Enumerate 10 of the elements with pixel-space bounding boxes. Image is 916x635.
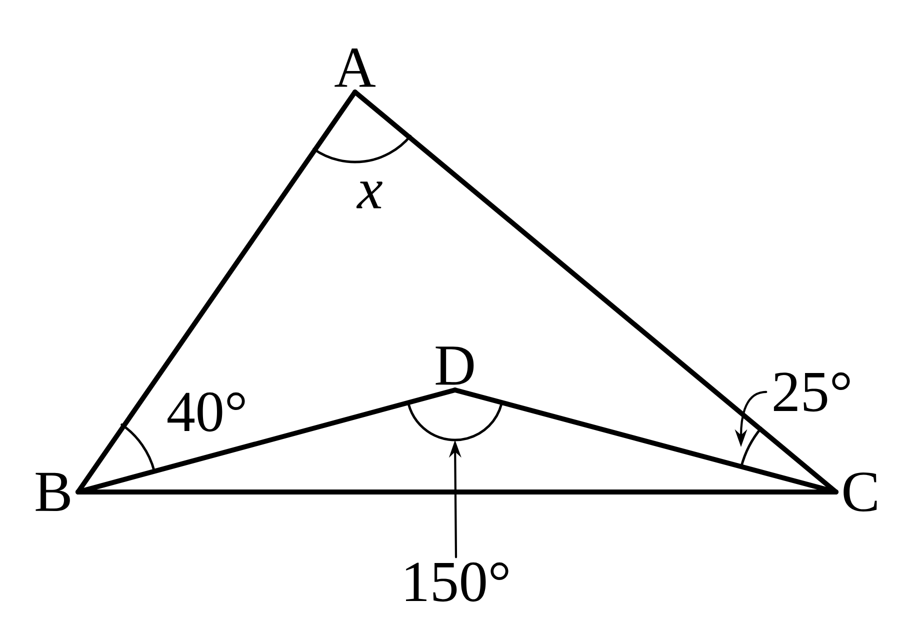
vertex-label: B <box>36 472 70 512</box>
vertex-label: D <box>436 346 474 385</box>
angle-label: x <box>356 182 382 208</box>
triangle-side <box>452 388 838 494</box>
angle-arc <box>407 402 503 442</box>
angle-label: 150° <box>406 562 508 602</box>
vertex-label: A <box>334 48 376 87</box>
angle-label: 40° <box>168 392 245 432</box>
vertex-label: C <box>844 472 877 512</box>
angle-label: 25° <box>774 372 850 412</box>
